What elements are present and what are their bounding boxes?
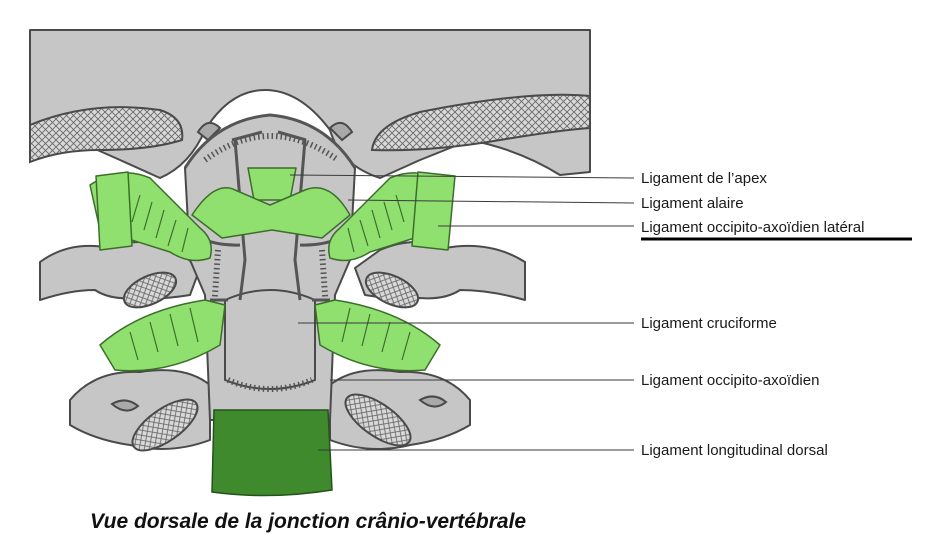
label-cruciforme: Ligament cruciforme xyxy=(641,315,777,332)
foramen-right xyxy=(418,395,448,408)
lateral-occipito-axoid-ligament xyxy=(89,171,456,262)
notch-right xyxy=(328,121,354,142)
foramen-left xyxy=(110,399,140,412)
label-apex: Ligament de l’apex xyxy=(641,170,767,187)
apex-ligament xyxy=(247,167,297,201)
occipito-axoid-ligament xyxy=(99,299,441,372)
diagram-caption: Vue dorsale de la jonction crânio-vertéb… xyxy=(90,510,526,533)
posterior-longitudinal-ligament xyxy=(211,409,333,497)
label-occipito-axoidien-lateral: Ligament occipito-axoïdien latéral xyxy=(641,219,864,236)
atlas-facet-right xyxy=(364,271,420,309)
atlas-facet-left xyxy=(122,271,178,309)
axis-facet-right xyxy=(344,393,412,447)
dens-region xyxy=(183,113,357,421)
leader-alaire xyxy=(347,199,635,204)
alar-ligament xyxy=(191,187,351,239)
condyle-left xyxy=(29,106,184,164)
condyle-right xyxy=(370,93,591,152)
axis-facet-left xyxy=(131,398,199,452)
label-alaire: Ligament alaire xyxy=(641,195,744,212)
axis-vertebra xyxy=(69,369,471,452)
label-occipito-axoidien: Ligament occipito-axoïdien xyxy=(641,372,819,389)
leader-apex xyxy=(289,174,635,179)
label-longitudinal-dorsal: Ligament longitudinal dorsal xyxy=(641,442,828,459)
